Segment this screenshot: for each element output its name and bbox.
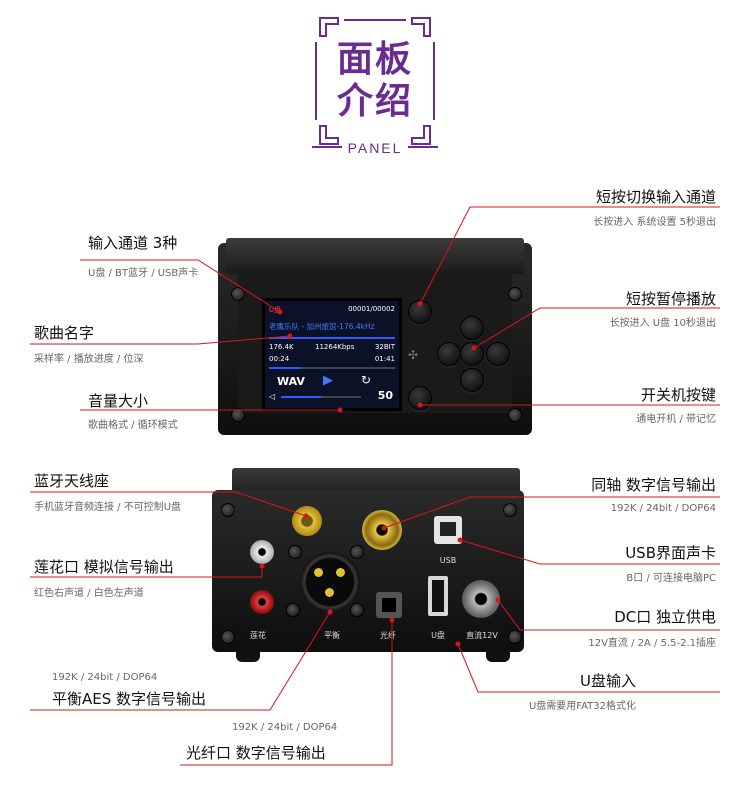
label-switch-sub: 长按进入 系统设置 5秒退出 — [593, 217, 716, 228]
label-volume-sub: 歌曲格式 / 循环模式 — [88, 420, 178, 431]
label-power-title: 开关机按键 — [640, 386, 716, 404]
label-volume-title: 音量大小 — [88, 392, 149, 410]
label-power-sub: 通电开机 / 带记忆 — [636, 414, 716, 425]
play-icon: ▶ — [323, 373, 333, 388]
usb-port-label: USB — [439, 556, 457, 565]
label-aes-title: 平衡AES 数字信号输出 — [52, 690, 207, 708]
label-rca-sub: 红色右声道 / 白色左声道 — [34, 588, 144, 599]
screw-icon — [508, 630, 522, 644]
label-bt-title: 蓝牙天线座 — [34, 472, 110, 490]
progress-bar — [269, 367, 395, 369]
screw-icon — [221, 630, 235, 644]
label-udisk-sub: U盘需要用FAT32格式化 — [528, 701, 636, 712]
label-aes-sub: 192K / 24bit / DOP64 — [52, 672, 158, 683]
label-optical-sub: 192K / 24bit / DOP64 — [232, 722, 338, 733]
screen-format: WAV — [277, 375, 305, 388]
screw-icon — [221, 503, 235, 517]
optical-port[interactable] — [376, 592, 402, 618]
badge-subtitle: PANEL — [347, 140, 403, 156]
down-button[interactable] — [460, 368, 484, 392]
screen-sample-rate: 176.4K — [269, 343, 294, 351]
label-dc-sub: 12V直流 / 2A / 5.5-2.1插座 — [588, 638, 716, 649]
screw-icon — [288, 545, 302, 559]
screw-icon — [231, 287, 245, 301]
label-dc-title: DC口 独立供电 — [614, 608, 716, 626]
coaxial-port[interactable] — [362, 510, 402, 550]
screen-source: U盘 — [269, 306, 282, 314]
dc-port[interactable] — [462, 580, 500, 618]
label-song-name-title: 歌曲名字 — [34, 324, 95, 342]
header-badge: 面板 介绍 PANEL — [310, 14, 440, 156]
xlr-port-label: 平衡 — [324, 631, 340, 640]
usb-b-port[interactable] — [434, 516, 462, 544]
label-udisk-title: U盘输入 — [580, 672, 636, 690]
screw-icon — [350, 545, 364, 559]
screen-bitrate: 11264Kbps — [315, 343, 355, 351]
label-bt-sub: 手机蓝牙音频连接 / 不可控制U盘 — [34, 502, 182, 513]
screen-time-total: 01:41 — [374, 355, 395, 363]
play-pause-button[interactable] — [460, 342, 484, 366]
label-pause-title: 短按暂停播放 — [625, 290, 716, 308]
screw-icon — [286, 603, 300, 617]
rca-left-port[interactable] — [250, 540, 274, 564]
power-button[interactable] — [408, 386, 432, 410]
screw-icon — [350, 603, 364, 617]
left-button[interactable] — [437, 342, 461, 366]
screen-song-title: 老鹰乐队 - 加州旅馆-176.4kHz — [269, 322, 375, 331]
dc-port-label: 直流12V — [466, 631, 498, 640]
speaker-icon: ◁ — [269, 392, 276, 401]
rca-port-label: 莲花 — [250, 631, 266, 640]
volume-bar — [281, 396, 361, 398]
foot — [486, 648, 510, 662]
optical-port-label: 光纤 — [380, 631, 396, 640]
label-coax-title: 同轴 数字信号输出 — [591, 476, 716, 494]
label-pause-sub: 长按进入 U盘 10秒退出 — [609, 318, 716, 329]
label-optical-title: 光纤口 数字信号输出 — [186, 744, 326, 762]
display-screen: U盘 00001/00002 老鹰乐队 - 加州旅馆-176.4kHz 176.… — [262, 298, 402, 411]
label-input-channel-title: 输入通道 3种 — [88, 234, 178, 252]
badge-title-line2: 介绍 — [336, 81, 413, 122]
label-coax-sub: 192K / 24bit / DOP64 — [610, 503, 716, 514]
udisk-port-label: U盘 — [431, 631, 445, 640]
usb-a-port[interactable] — [428, 576, 448, 616]
label-usb-title: USB界面声卡 — [625, 544, 716, 562]
screen-track-index: 00001/00002 — [348, 305, 395, 313]
xlr-port[interactable] — [300, 552, 360, 612]
foot — [236, 648, 260, 662]
front-top-case — [226, 238, 524, 274]
label-input-channel-sub: U盘 / BT蓝牙 / USB声卡 — [88, 268, 199, 279]
label-rca-title: 莲花口 模拟信号输出 — [34, 558, 174, 576]
input-switch-button[interactable] — [408, 300, 432, 324]
label-song-name-sub: 采样率 / 播放进度 / 位深 — [34, 354, 144, 365]
repeat-icon: ↻ — [361, 373, 372, 387]
screen-volume: 50 — [377, 389, 393, 402]
label-usb-sub: B口 / 可连接电脑PC — [626, 573, 716, 584]
screen-time-elapsed: 00:24 — [269, 355, 290, 363]
bt-antenna-port[interactable] — [292, 506, 322, 536]
screw-icon — [231, 408, 245, 422]
badge-title-line1: 面板 — [336, 39, 413, 80]
cross-icon: ✣ — [408, 348, 419, 362]
rca-right-port[interactable] — [250, 590, 274, 614]
screw-icon — [508, 408, 522, 422]
screen-bit-depth: 32BIT — [374, 343, 395, 351]
right-button[interactable] — [486, 342, 510, 366]
badge-frame — [312, 17, 438, 148]
label-switch-title: 短按切换输入通道 — [595, 188, 716, 206]
